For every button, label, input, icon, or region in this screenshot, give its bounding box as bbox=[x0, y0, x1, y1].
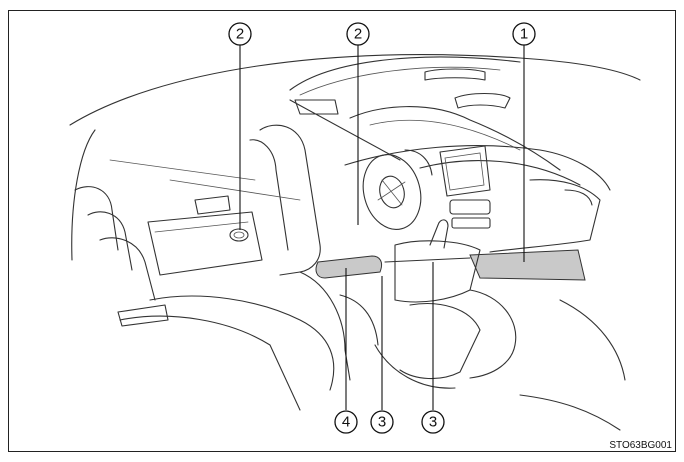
callout-4-label: 4 bbox=[342, 414, 350, 431]
front-door-panel bbox=[147, 195, 263, 276]
callout-4: 4 bbox=[334, 410, 358, 434]
rear-seats bbox=[74, 186, 335, 411]
floor-outline bbox=[71, 129, 626, 431]
callout-3-right-label: 3 bbox=[429, 414, 437, 431]
callout-1-label: 1 bbox=[520, 26, 528, 43]
center-console bbox=[384, 219, 481, 303]
steering-wheel bbox=[362, 149, 433, 230]
callout-3-left-label: 3 bbox=[378, 414, 386, 431]
callout-2-center-label: 2 bbox=[354, 26, 362, 43]
callout-3-left: 3 bbox=[370, 410, 394, 434]
callout-3-right: 3 bbox=[421, 410, 445, 434]
figure-frame bbox=[8, 10, 676, 452]
callout-2-left: 2 bbox=[228, 22, 252, 46]
driver-seat bbox=[249, 124, 379, 381]
callout-1: 1 bbox=[512, 22, 536, 46]
windshield bbox=[289, 99, 561, 171]
callout-2-center: 2 bbox=[346, 22, 370, 46]
dashboard bbox=[344, 145, 611, 253]
figure-code: STO63BG001 bbox=[609, 440, 672, 451]
glove-box-area bbox=[469, 249, 586, 281]
console-tray-area bbox=[315, 255, 383, 279]
roof-outline bbox=[69, 54, 641, 126]
passenger-seat bbox=[374, 289, 517, 389]
leader-lines bbox=[239, 45, 525, 410]
callout-2-left-label: 2 bbox=[236, 26, 244, 43]
